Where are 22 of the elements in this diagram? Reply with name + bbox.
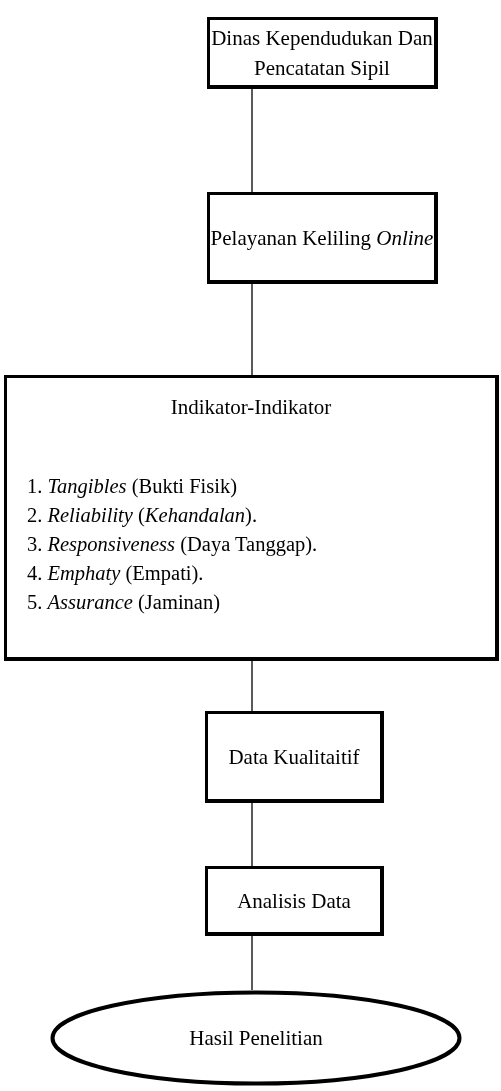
process-box — [207, 17, 438, 89]
box-label: Pelayanan Keliling Online — [210, 224, 434, 252]
connector-line — [251, 802, 253, 867]
list-item: 1. Tangibles (Bukti Fisik) — [27, 474, 238, 500]
list-item: 2. Reliability (Kehandalan). — [27, 503, 259, 529]
box-heading: Indikator-Indikator — [169, 394, 333, 421]
process-box — [205, 711, 384, 803]
box-label: Dinas Kependudukan Dan Pencatatan Sipil — [210, 24, 434, 82]
box-label: Analisis Data — [237, 887, 351, 915]
process-box — [207, 192, 438, 284]
result-ellipse — [50, 990, 462, 1086]
box-label: Data Kualitaitif — [228, 743, 360, 771]
process-box — [205, 866, 384, 936]
connector-line — [251, 283, 253, 376]
list-item: 3. Responsiveness (Daya Tanggap). — [27, 532, 319, 558]
list-item: 4. Emphaty (Empati). — [27, 561, 205, 587]
connector-line — [251, 88, 253, 193]
connector-line — [251, 660, 253, 712]
process-box — [4, 375, 499, 661]
connector-line — [251, 935, 253, 991]
list-item: 5. Assurance (Jaminan) — [27, 590, 221, 616]
box-label: Hasil Penelitian — [189, 1025, 323, 1052]
